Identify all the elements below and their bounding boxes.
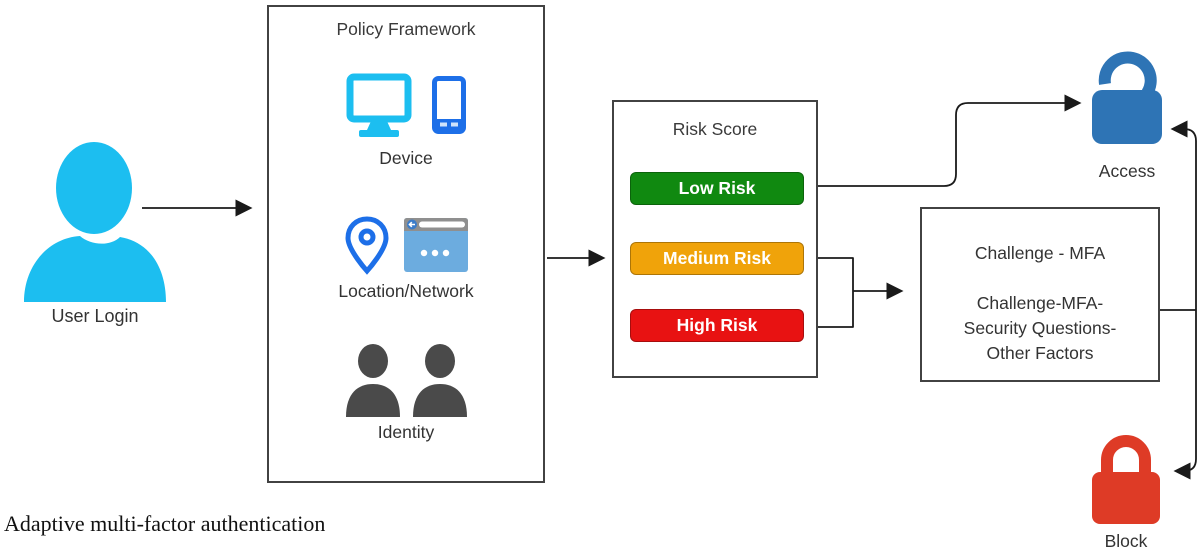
location-pin-icon	[345, 216, 389, 275]
access-label: Access	[1098, 161, 1156, 181]
user-icon	[24, 142, 166, 302]
risk-score-box: Risk Score Low Risk Medium Risk High Ris…	[612, 100, 818, 378]
policy-framework-title: Policy Framework	[336, 19, 476, 39]
device-label: Device	[379, 148, 433, 168]
location-network-label: Location/Network	[338, 281, 474, 301]
arrow-junction-to-access	[1170, 120, 1197, 310]
challenge-line-1: Challenge - MFA	[974, 243, 1106, 263]
low-risk-badge: Low Risk	[630, 172, 804, 205]
arrow-junction-to-block	[1173, 310, 1197, 480]
person-icon	[412, 344, 467, 417]
bracket-medium-high	[818, 257, 854, 328]
challenge-line-2: Challenge-MFA-	[976, 293, 1104, 313]
policy-framework-box: Policy Framework Device	[267, 5, 545, 483]
smartphone-icon	[432, 76, 466, 134]
person-icon	[345, 344, 400, 417]
identity-icon-group	[269, 343, 543, 417]
high-risk-badge: High Risk	[630, 309, 804, 342]
challenge-line-3: Security Questions-	[963, 318, 1117, 338]
user-login-label: User Login	[51, 306, 139, 326]
risk-score-title: Risk Score	[672, 119, 758, 139]
device-icon-group	[269, 73, 543, 139]
challenge-mfa-box: Challenge - MFA Challenge-MFA- Security …	[920, 207, 1160, 382]
unlocked-padlock-icon	[1092, 51, 1162, 144]
browser-window-icon	[404, 218, 468, 272]
monitor-icon	[346, 73, 412, 137]
diagram-caption: Adaptive multi-factor authentication	[4, 511, 326, 536]
location-network-icon-group	[269, 215, 543, 275]
locked-padlock-icon	[1092, 435, 1160, 524]
medium-risk-badge: Medium Risk	[630, 242, 804, 275]
challenge-line-4: Other Factors	[986, 343, 1094, 363]
challenge-spacer	[922, 266, 1158, 291]
identity-label: Identity	[377, 422, 435, 442]
arrow-lowrisk-to-access	[818, 94, 1082, 187]
block-label: Block	[1104, 531, 1148, 551]
